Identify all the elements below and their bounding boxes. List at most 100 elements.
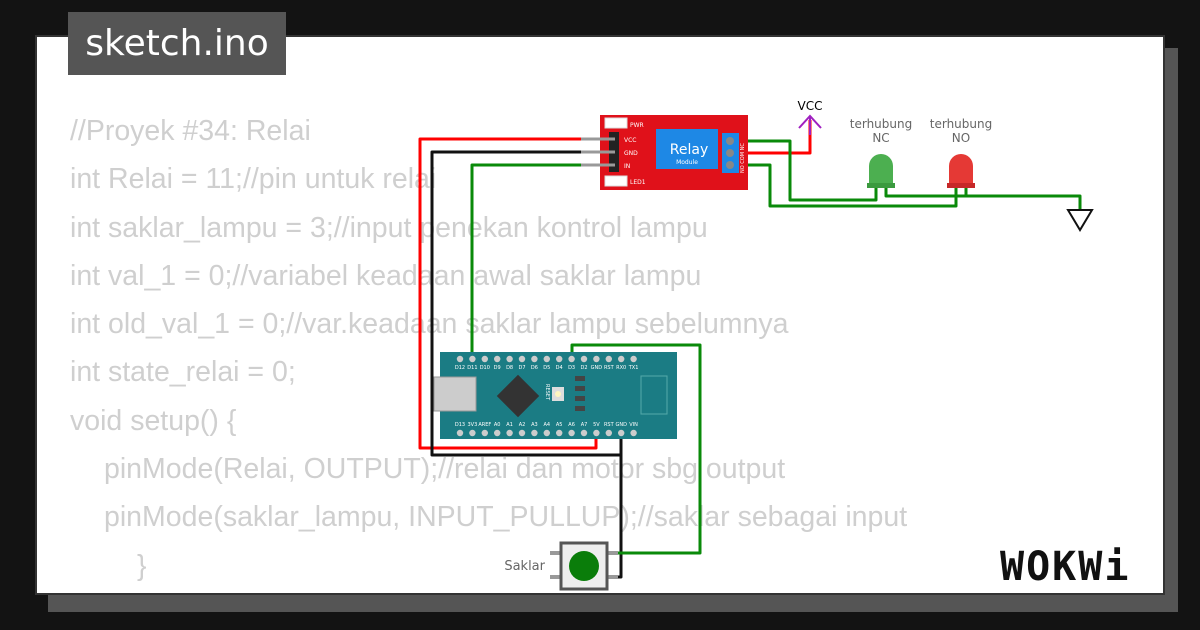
pin-label: AREF xyxy=(478,422,491,428)
vcc-label: VCC xyxy=(798,99,823,113)
code-line: pinMode(saklar_lampu, INPUT_PULLUP);//sa… xyxy=(104,501,908,534)
button-label: Saklar xyxy=(504,559,545,574)
pin[interactable] xyxy=(605,355,612,363)
pin-label: D9 xyxy=(494,365,501,371)
pushbutton-saklar[interactable]: Saklar xyxy=(504,541,618,591)
code-editor: //Proyek #34: Relai int Relai = 11;//pin … xyxy=(70,107,908,593)
code-line: pinMode(Relai, OUTPUT);//relai dan motor… xyxy=(104,453,786,486)
relay-subtitle: Module xyxy=(676,159,698,166)
pin[interactable] xyxy=(568,429,575,437)
pin-label: D6 xyxy=(531,365,538,371)
pin-label: D11 xyxy=(467,365,477,371)
pin-label: A6 xyxy=(568,422,575,428)
wire-led-gnd xyxy=(884,188,1082,210)
pin[interactable] xyxy=(580,355,588,363)
pin-label: RST xyxy=(604,422,615,428)
wire-vcc-5v xyxy=(418,137,598,450)
pin[interactable] xyxy=(593,429,600,437)
pin[interactable] xyxy=(630,429,637,437)
wire-in-d11 xyxy=(470,163,581,359)
led-green-label: terhubung xyxy=(850,117,912,131)
pin[interactable] xyxy=(618,429,625,437)
pin-label: D12 xyxy=(455,365,465,371)
pin[interactable] xyxy=(556,429,563,437)
led-red-label-2: NO xyxy=(952,131,970,145)
code-line: int val_1 = 0;//variabel keadaan awal sa… xyxy=(70,259,702,292)
wire-button-gnd xyxy=(618,455,623,579)
pin[interactable] xyxy=(506,355,513,363)
pin-label: A4 xyxy=(543,422,550,428)
wire-no-led xyxy=(730,163,958,208)
pin[interactable] xyxy=(531,429,538,437)
pin[interactable] xyxy=(506,429,513,437)
pin[interactable] xyxy=(518,355,526,363)
pin[interactable] xyxy=(518,429,526,437)
pin-label: RST xyxy=(604,365,615,371)
relay-pin-in: IN xyxy=(624,163,630,170)
pin-label: A3 xyxy=(531,422,538,428)
led-red[interactable]: terhubung NO xyxy=(930,117,992,188)
pin[interactable] xyxy=(494,429,501,437)
code-line: int Relai = 11;//pin untuk relai xyxy=(70,163,437,196)
wires xyxy=(418,120,1082,579)
pin-label: A2 xyxy=(519,422,526,428)
pin-label: D2 xyxy=(580,365,587,371)
pin[interactable] xyxy=(580,429,588,437)
pin[interactable] xyxy=(481,429,488,437)
code-line: int old_val_1 = 0;//var.keadaan saklar l… xyxy=(70,308,789,341)
led-green[interactable]: terhubung NC xyxy=(850,117,912,188)
pin-label: VIN xyxy=(629,422,638,428)
led-red-label: terhubung xyxy=(930,117,992,131)
pin[interactable] xyxy=(543,355,550,363)
pin[interactable] xyxy=(618,355,625,363)
pin-label: D5 xyxy=(543,365,550,371)
relay-pwr-label: PWR xyxy=(630,122,644,129)
pin-label: A5 xyxy=(556,422,563,428)
pin[interactable] xyxy=(556,355,563,363)
pin-label: TX1 xyxy=(628,365,639,371)
code-line: int state_relai = 0; xyxy=(70,356,296,389)
ground-symbol xyxy=(1066,209,1094,232)
pin[interactable] xyxy=(605,429,612,437)
pin[interactable] xyxy=(593,355,600,363)
pin-label: A1 xyxy=(506,422,513,428)
wire-nc-led xyxy=(730,139,878,202)
pin[interactable] xyxy=(630,355,637,363)
filename-tab: sketch.ino xyxy=(68,12,286,75)
pin-label: RX0 xyxy=(616,365,626,371)
pin-label: D7 xyxy=(518,365,525,371)
pin[interactable] xyxy=(543,429,550,437)
reset-label: RESET xyxy=(544,384,550,401)
pin-label: GND xyxy=(615,422,627,428)
vcc-symbol: VCC xyxy=(798,99,823,135)
relay-terminals-label: NO COM NC xyxy=(740,143,746,173)
code-line: //Proyek #34: Relai xyxy=(70,115,311,147)
relay-pin-vcc: VCC xyxy=(624,137,636,144)
pin[interactable] xyxy=(531,355,538,363)
pin-label: GND xyxy=(591,365,603,371)
pin-label: D13 xyxy=(455,422,465,428)
led-green-label-2: NC xyxy=(872,131,889,145)
relay-title: Relay xyxy=(670,142,708,158)
pin-label: D8 xyxy=(506,365,513,371)
relay-module[interactable]: PWR LED1 VCC GND IN Relay Module NO COM … xyxy=(581,115,748,190)
pin[interactable] xyxy=(568,355,575,363)
code-line: int saklar_lampu = 3;//input penekan kon… xyxy=(70,211,708,244)
wokwi-logo: WOKWi xyxy=(1000,544,1131,590)
relay-led1-label: LED1 xyxy=(630,179,646,186)
code-line: void setup() { xyxy=(70,404,237,437)
pin[interactable] xyxy=(456,429,464,437)
pin[interactable] xyxy=(494,355,501,363)
pin-label: D10 xyxy=(480,365,490,371)
pin[interactable] xyxy=(456,355,464,363)
wire-d3-button xyxy=(570,343,702,555)
code-line: } xyxy=(137,549,147,582)
pin-label: D4 xyxy=(556,365,563,371)
pin[interactable] xyxy=(469,355,476,363)
pin-label: 5V xyxy=(593,422,600,428)
pin[interactable] xyxy=(469,429,476,437)
pin-label: D3 xyxy=(568,365,575,371)
pin[interactable] xyxy=(481,355,488,363)
